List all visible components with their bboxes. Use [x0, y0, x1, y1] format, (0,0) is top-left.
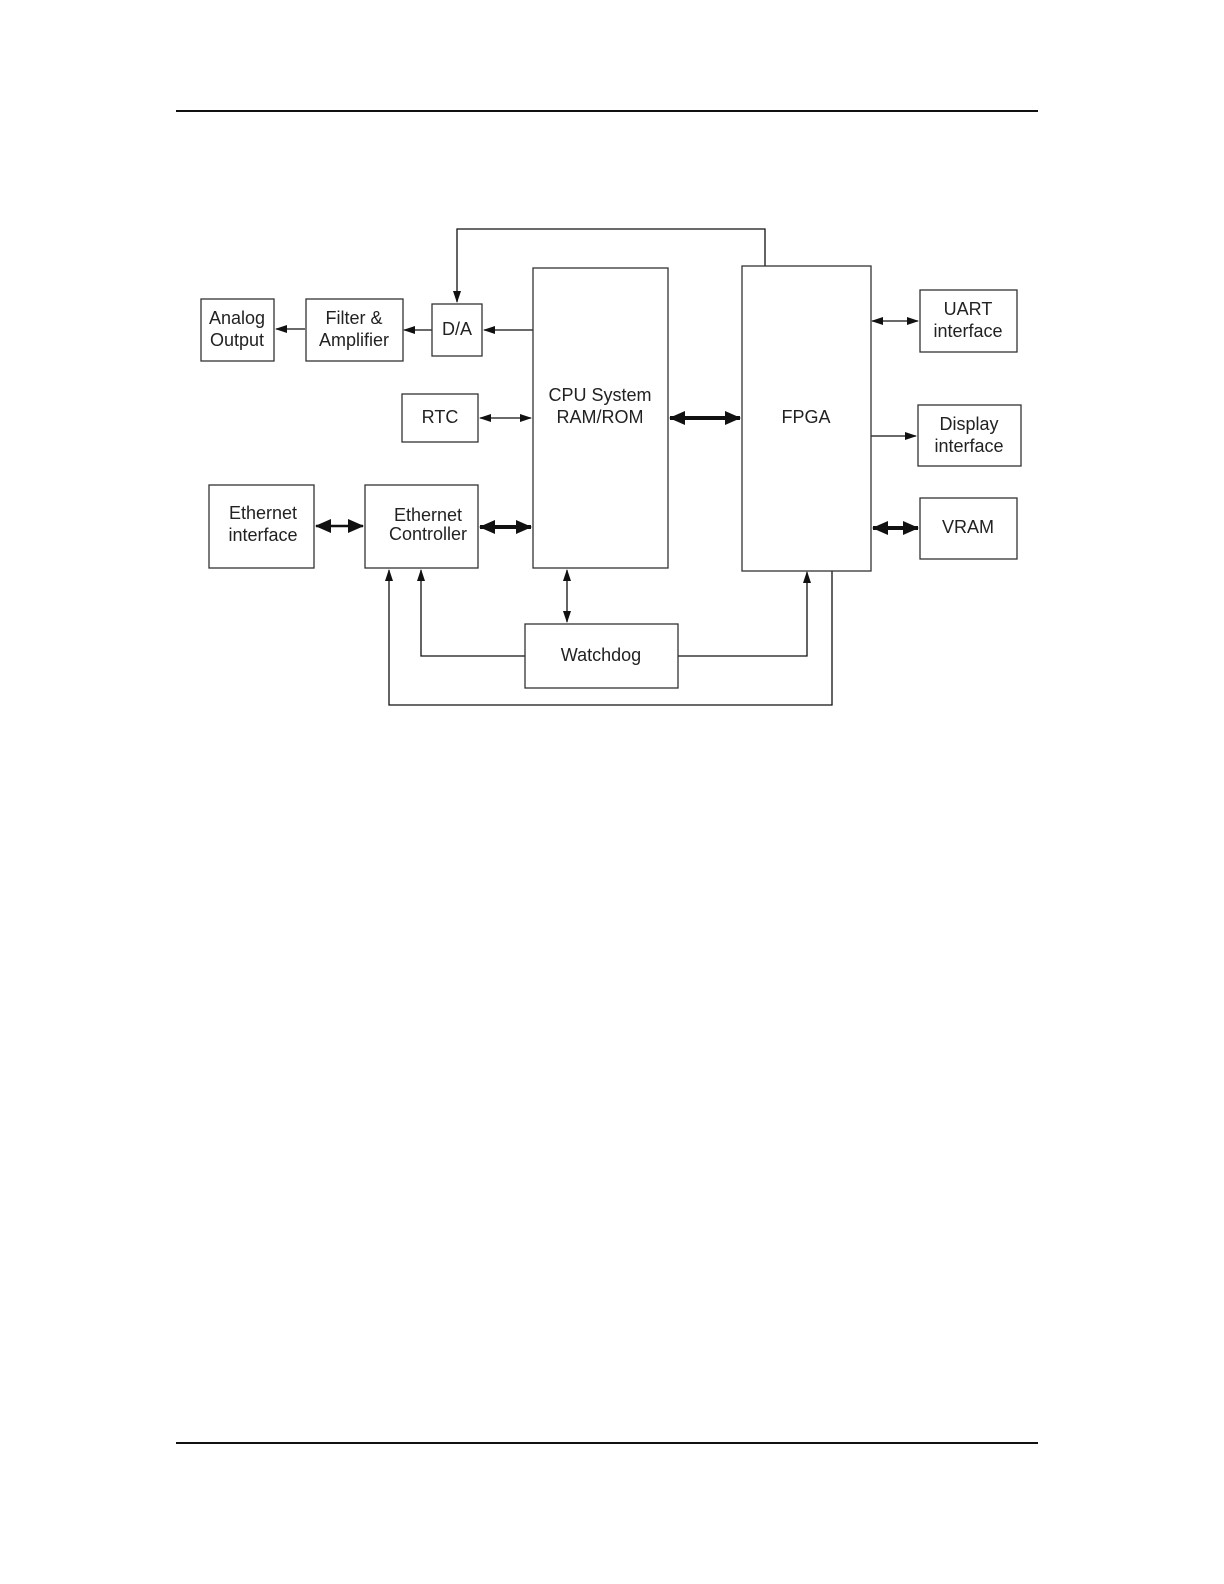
ethernet-interface-label-2: interface: [228, 525, 297, 545]
display-interface-label-2: interface: [934, 436, 1003, 456]
watchdog-label: Watchdog: [561, 645, 641, 665]
filter-amplifier-block: Filter & Amplifier: [306, 299, 403, 361]
uart-interface-label-2: interface: [933, 321, 1002, 341]
cpu-system-label-1: CPU System: [548, 385, 651, 405]
da-label: D/A: [442, 319, 472, 339]
fpga-block: FPGA: [742, 266, 871, 571]
watchdog-block: Watchdog: [525, 624, 678, 688]
ethernet-controller-block: Ethernet Controller: [365, 485, 478, 568]
ethernet-controller-label-1: Ethernet: [394, 505, 462, 525]
analog-output-block: Analog Output: [201, 299, 274, 361]
vram-block: VRAM: [920, 498, 1017, 559]
watchdog-to-ethctrl-line: [421, 570, 525, 656]
uart-interface-label-1: UART: [944, 299, 993, 319]
cpu-system-label-2: RAM/ROM: [557, 407, 644, 427]
filter-amplifier-label-1: Filter &: [325, 308, 382, 328]
uart-interface-block: UART interface: [920, 290, 1017, 352]
rtc-label: RTC: [422, 407, 459, 427]
filter-amplifier-label-2: Amplifier: [319, 330, 389, 350]
analog-output-label-1: Analog: [209, 308, 265, 328]
display-interface-block: Display interface: [918, 405, 1021, 466]
ethernet-controller-label-2: Controller: [389, 524, 467, 544]
cpu-system-block: CPU System RAM/ROM: [533, 268, 668, 568]
vram-label: VRAM: [942, 517, 994, 537]
fpga-label: FPGA: [781, 407, 830, 427]
watchdog-to-fpga-line: [678, 572, 807, 656]
display-interface-label-1: Display: [939, 414, 998, 434]
ethernet-interface-label-1: Ethernet: [229, 503, 297, 523]
ethernet-interface-block: Ethernet interface: [209, 485, 314, 568]
analog-output-label-2: Output: [210, 330, 264, 350]
rtc-block: RTC: [402, 394, 478, 442]
da-block: D/A: [432, 304, 482, 356]
